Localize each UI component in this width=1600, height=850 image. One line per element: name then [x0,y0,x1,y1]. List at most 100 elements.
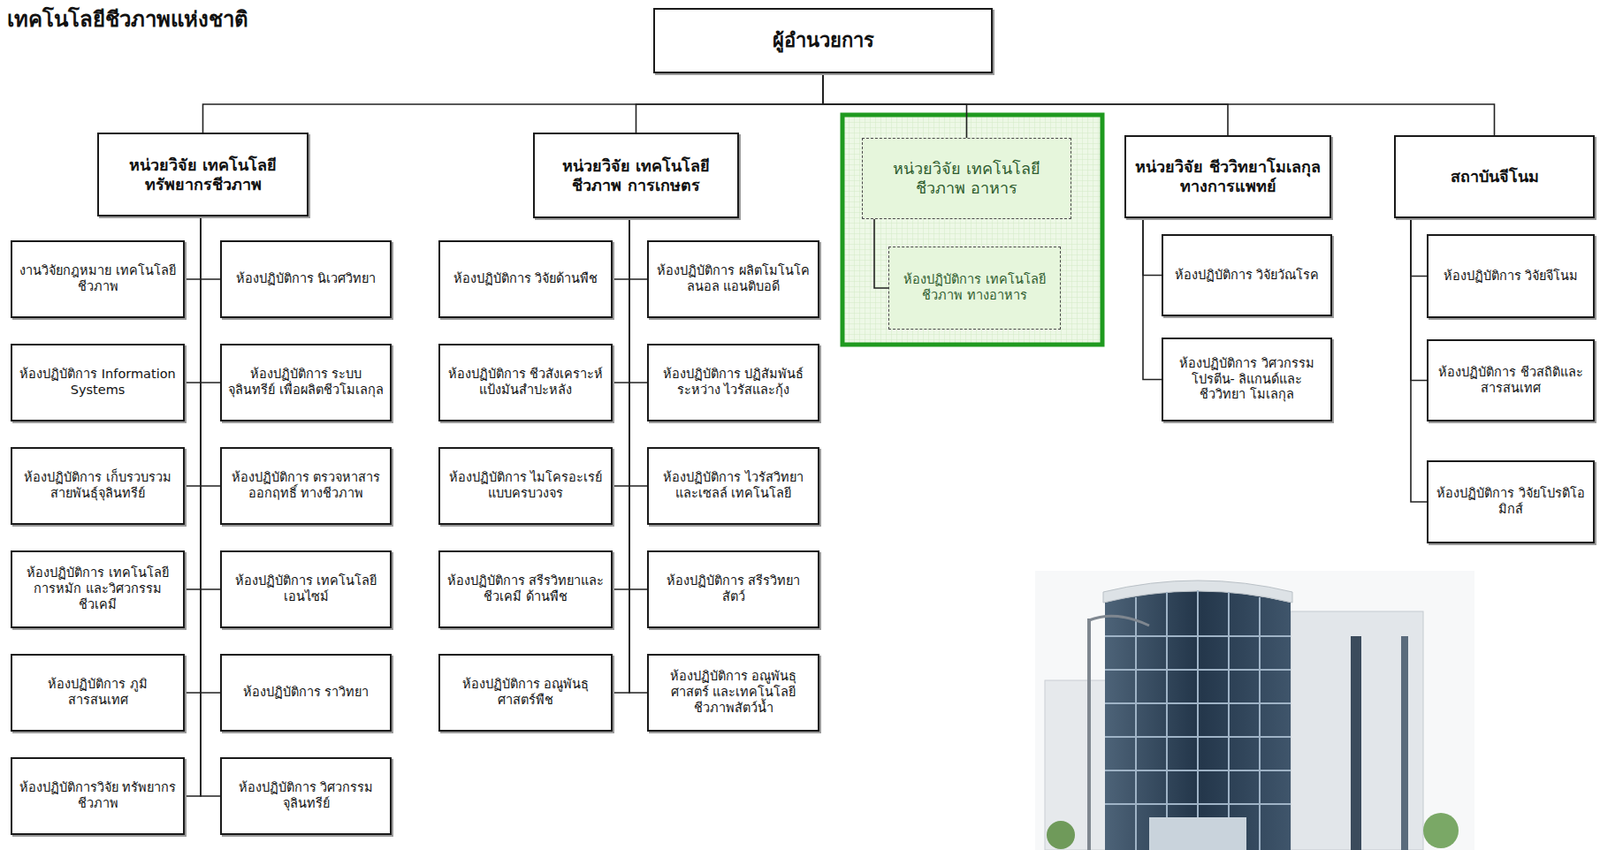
node-label: ห้องปฏิบัติการ ระบบจุลินทรีย์ เพื่อผลิตช… [228,366,384,398]
connector-line [822,73,1495,136]
node-label: สถาบันจีโนม [1401,167,1587,187]
node-label: ห้องปฏิบัติการ เทคโนโลยีการหมัก และวิศวก… [18,565,177,613]
lab-box: ห้องปฏิบัติการ วิจัยโปรติโอมิกส์ [1426,460,1595,544]
connector-line [822,73,968,138]
node-label: ห้องปฏิบัติการ วิจัยด้านพืช [446,271,605,288]
connector-line [1410,218,1427,277]
highlight-frame [842,114,1103,345]
connector-line [200,216,221,280]
connector-line [184,216,201,694]
node-label: ห้องปฏิบัติการ อณูพันธุศาสตร์ และเทคโนโล… [655,669,812,717]
photo-ground [1035,571,1475,850]
connector-line [203,73,824,133]
connector-line [612,218,630,487]
lab-box: ห้องปฏิบัติการ ภูมิสารสนเทศ [10,654,185,732]
node-label: ห้องปฏิบัติการ ไวรัสวิทยาและเซลล์ เทคโนโ… [655,470,812,502]
lab-box: ห้องปฏิบัติการ ชีวสถิติและ สารสนเทศ [1426,339,1595,422]
lab-box: ห้องปฏิบัติการ วิจัยจีโนม [1426,234,1595,319]
building-photo [1035,571,1475,850]
lab-box: ห้องปฏิบัติการ เทคโนโลยีเอนไซม์ [220,550,392,629]
node-label: หน่วยวิจัย เทคโนโลยีชีวภาพ การเกษตร [540,156,732,196]
connector-line [1142,218,1162,381]
node-label: ห้องปฏิบัติการ ราวิทยา [228,685,384,701]
connector-line [200,216,221,383]
lab-box: งานวิจัยกฎหมาย เทคโนโลยี ชีวภาพ [10,240,185,319]
node-label: ห้องปฏิบัติการ ชีวสังเคราะห์ แป้งมันสำปะ… [446,366,605,398]
node-label: ห้องปฏิบัติการวิจัย ทรัพยากรชีวภาพ [18,780,177,812]
lab-box: ห้องปฏิบัติการ อณูพันธุศาสตร์ และเทคโนโล… [647,654,820,732]
lab-box: ห้องปฏิบัติการ ผลิตโมโนโคลนอล แอนติบอดี [647,240,820,319]
connector-line [612,218,630,280]
connector-line [200,216,221,694]
connector-line [629,218,648,694]
lamp-post [1087,618,1091,850]
connector-line [184,216,201,487]
node-label: งานวิจัยกฎหมาย เทคโนโลยี ชีวภาพ [18,263,177,295]
node-label: ห้องปฏิบัติการ เทคโนโลยีชีวภาพ ทางอาหาร [895,272,1054,304]
lab-box: ห้องปฏิบัติการ วิจัยวัณโรค [1161,234,1333,317]
node-label: ผู้อำนวยการ [661,29,985,54]
node-label: ห้องปฏิบัติการ สรีรวิทยาสัตว์ [655,573,812,605]
lab-box: ห้องปฏิบัติการ นิเวศวิทยา [220,240,392,319]
connector-line [184,216,201,383]
lab-box: ห้องปฏิบัติการ ไมโครอะเรย์ แบบครบวงจร [438,447,613,526]
node-label: ห้องปฏิบัติการ ผลิตโมโนโคลนอล แอนติบอดี [655,263,812,295]
lab-box: ห้องปฏิบัติการ ราวิทยา [220,654,392,732]
connector-line [184,216,201,590]
connector-line [629,218,648,487]
unit-box: หน่วยวิจัย เทคโนโลยี ทรัพยากรชีวภาพ [97,132,309,217]
building-window-strip [1401,636,1409,850]
entrance [1149,817,1247,850]
connector-line [1410,218,1427,503]
lab-box: ห้องปฏิบัติการ ปฏิสัมพันธ์ระหว่าง ไวรัสแ… [647,343,820,422]
connector-line [612,218,630,590]
node-label: ห้องปฏิบัติการ สรีรวิทยาและชีวเคมี ด้านพ… [446,573,605,605]
node-label: ห้องปฏิบัติการ ตรวจหาสารออกฤทธิ์ ทางชีวภ… [228,470,384,502]
node-label: ห้องปฏิบัติการ วิศวกรรมจุลินทรีย์ [228,780,384,812]
building-right-wing [1290,611,1424,850]
lamp-arm [1089,616,1150,626]
connector-line [612,218,630,694]
node-label: ห้องปฏิบัติการ ปฏิสัมพันธ์ระหว่าง ไวรัสแ… [655,366,812,398]
node-label: ห้องปฏิบัติการ นิเวศวิทยา [228,271,384,288]
lab-box: ห้องปฏิบัติการ อณูพันธุศาสตร์พืช [438,654,613,732]
connector-line [184,216,201,280]
connector-line [629,218,648,383]
building-tower [1104,591,1291,850]
node-label: หน่วยวิจัย เทคโนโลยีชีวภาพ อาหาร [868,159,1065,199]
node-label: ห้องปฏิบัติการ เทคโนโลยีเอนไซม์ [228,573,384,605]
glass-mullions [1104,590,1291,850]
connector-line [612,218,630,383]
node-label: ห้องปฏิบัติการ วิจัยโปรติโอมิกส์ [1434,486,1587,518]
unit-box: สถาบันจีโนม [1394,135,1595,219]
node-label: ห้องปฏิบัติการ เก็บรวบรวม สายพันธุ์จุลิน… [18,470,177,502]
node-label: ห้องปฏิบัติการ วิจัยวัณโรค [1169,267,1325,284]
chart-title: เทคโนโลยีชีวภาพแห่งชาติ [7,1,249,37]
lab-box: ห้องปฏิบัติการ วิศวกรรมจุลินทรีย์ [220,757,392,836]
connector-line [1142,218,1162,276]
lab-box: ห้องปฏิบัติการ ชีวสังเคราะห์ แป้งมันสำปะ… [438,343,613,422]
lab-box: ห้องปฏิบัติการวิจัย ทรัพยากรชีวภาพ [10,757,185,836]
lab-box: ห้องปฏิบัติการ ตรวจหาสารออกฤทธิ์ ทางชีวภ… [220,447,392,526]
node-label: ห้องปฏิบัติการ วิศวกรรมโปรตีน- ลิแกนด์แล… [1169,356,1325,404]
connector-line [636,73,824,133]
node-label: ห้องปฏิบัติการ วิจัยจีโนม [1434,268,1587,285]
unit-box: หน่วยวิจัย ชีววิทยาโมเลกุล ทางการแพทย์ [1124,135,1332,219]
node-label: ห้องปฏิบัติการ Information Systems [18,366,177,398]
lab-box: ห้องปฏิบัติการ ระบบจุลินทรีย์ เพื่อผลิตช… [220,343,392,422]
connector-line [200,216,221,590]
connector-line [629,218,648,590]
node-label: ห้องปฏิบัติการ ไมโครอะเรย์ แบบครบวงจร [446,470,605,502]
connector-line [184,216,201,797]
building-window-strip [1350,636,1362,850]
connector-line [200,216,221,797]
lab-box: ห้องปฏิบัติการ เทคโนโลยีชีวภาพ ทางอาหาร [888,246,1061,330]
lab-box: ห้องปฏิบัติการ วิศวกรรมโปรตีน- ลิแกนด์แล… [1161,337,1333,422]
connector-line [1410,218,1427,381]
unit-box: หน่วยวิจัย เทคโนโลยีชีวภาพ อาหาร [861,137,1072,220]
connector-line [629,218,648,280]
node-label: ห้องปฏิบัติการ ภูมิสารสนเทศ [18,677,177,709]
lab-box: ห้องปฏิบัติการ วิจัยด้านพืช [438,240,613,319]
lab-box: ห้องปฏิบัติการ Information Systems [10,343,185,422]
